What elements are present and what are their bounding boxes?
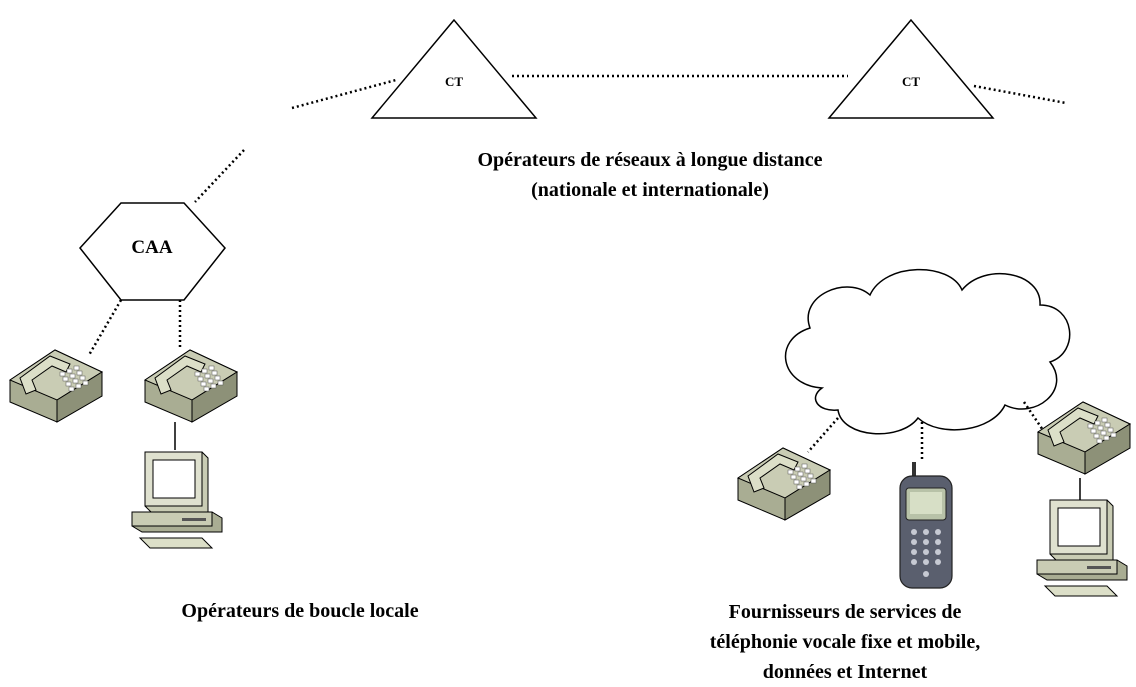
link-ct-right-out — [973, 84, 1067, 105]
link-left-to-ct — [291, 78, 397, 110]
desk-phone-icon — [737, 447, 831, 521]
providers-line3: données et Internet — [762, 661, 928, 683]
local-loop-caption: Opérateurs de boucle locale — [181, 600, 419, 622]
desktop-computer-icon — [131, 451, 223, 549]
link-caa-phone1 — [87, 299, 123, 356]
long-distance-line1: Opérateurs de réseaux à longue distance — [477, 149, 823, 171]
desktop-computer-icon — [1036, 499, 1128, 597]
link-caa-up — [194, 149, 245, 203]
desk-phone-icon — [1037, 401, 1131, 475]
long-distance-line2: (nationale et internationale) — [531, 179, 769, 201]
mobile-phone-icon — [899, 462, 953, 589]
caa-label: CAA — [131, 237, 173, 258]
ct-right-triangle — [827, 18, 995, 119]
providers-line1: Fournisseurs de services de — [728, 601, 962, 623]
providers-caption: Fournisseurs de services de téléphonie v… — [655, 597, 1035, 687]
ct-left-label: CT — [444, 74, 464, 89]
desk-phone-icon — [9, 349, 103, 423]
link-cloud-phone-right — [1022, 401, 1055, 446]
ct-right-label: CT — [901, 74, 921, 89]
providers-line2: téléphonie vocale fixe et mobile, — [709, 631, 981, 653]
desk-phone-icon — [144, 349, 238, 423]
cloud-icon — [784, 268, 1071, 435]
long-distance-caption: Opérateurs de réseaux à longue distance … — [420, 145, 880, 205]
link-cloud-phone — [807, 417, 839, 453]
ct-left-triangle — [370, 18, 538, 119]
